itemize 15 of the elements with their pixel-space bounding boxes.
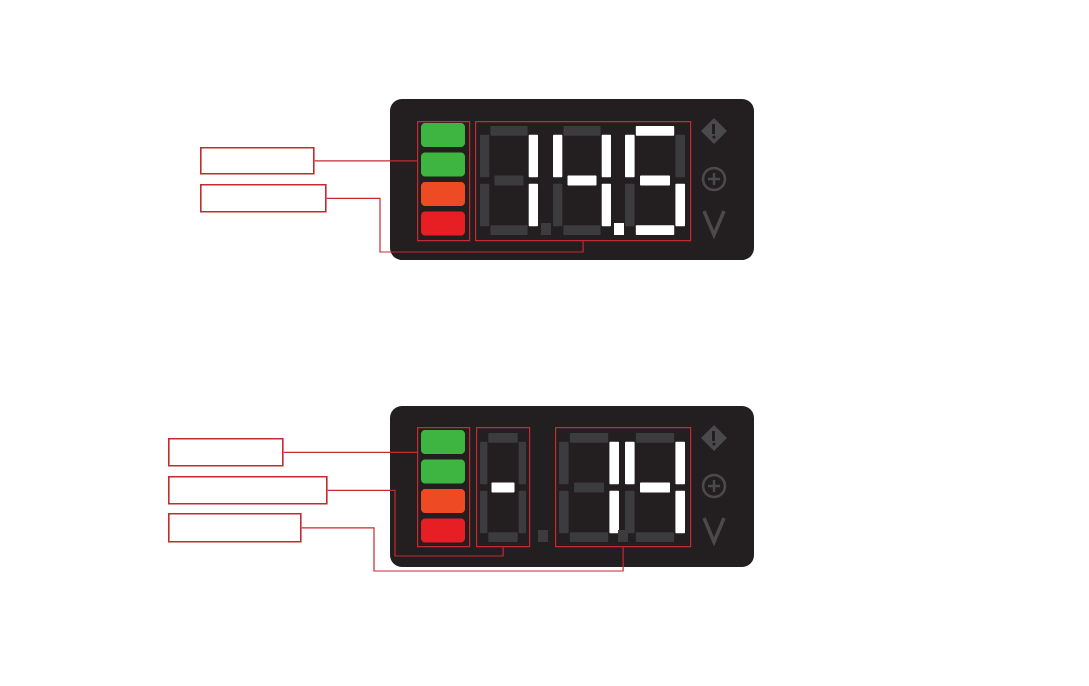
label-box [200, 184, 327, 213]
highlight-frame [417, 427, 471, 548]
highlight-frame [417, 121, 471, 242]
highlight-frame [475, 121, 692, 242]
label-box [200, 147, 315, 175]
label-box [168, 438, 284, 467]
label-box [168, 476, 328, 505]
highlight-frame [476, 427, 531, 548]
leader-line [301, 527, 624, 572]
leader-line [283, 451, 418, 453]
leader-line [326, 197, 584, 253]
label-box [168, 513, 302, 543]
leader-line [327, 489, 504, 557]
leader-line [314, 160, 418, 162]
highlight-frame [555, 427, 692, 548]
